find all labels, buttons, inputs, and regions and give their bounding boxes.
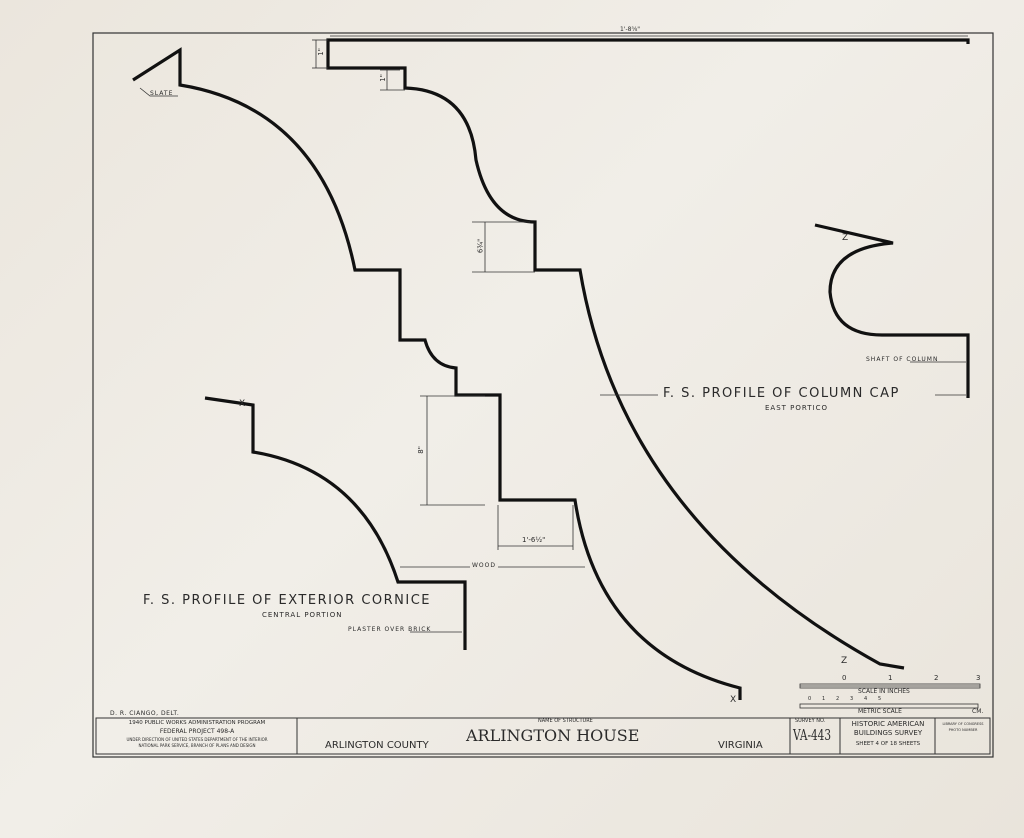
structure-name-label: NAME OF STRUCTURE <box>538 718 593 724</box>
direction-1: UNDER DIRECTION OF UNITED STATES DEPARTM… <box>126 737 268 742</box>
dim-lower-height: 8" <box>417 446 425 454</box>
column-cap-subtitle: EAST PORTICO <box>765 404 828 412</box>
county: ARLINGTON COUNTY <box>325 740 429 751</box>
scale-metric-bar <box>799 703 979 709</box>
shaft-note: SHAFT OF COLUMN <box>866 356 939 363</box>
column-cap-profile-small <box>814 223 970 398</box>
project: FEDERAL PROJECT 498-A <box>159 728 235 735</box>
marker-z-bottom: Z <box>841 656 848 666</box>
program: 1940 PUBLIC WORKS ADMINISTRATION PROGRAM <box>128 720 266 726</box>
cornice-subtitle: CENTRAL PORTION <box>262 611 343 619</box>
title-block-frame <box>95 717 991 755</box>
scale-metric-label: METRIC SCALE <box>858 708 902 715</box>
marker-x-bottom: X <box>730 695 737 705</box>
survey-label: SURVEY NO. <box>795 718 826 724</box>
loc-label-2: PHOTO NUMBER <box>948 728 978 732</box>
column-cap-profile-large <box>326 38 970 670</box>
column-cap-title: F. S. PROFILE OF COLUMN CAP <box>663 386 900 401</box>
dim-second-step: 1" <box>379 74 387 82</box>
delineator: D. R. CIANGO, DELT. <box>110 710 180 717</box>
sheet-border <box>92 32 994 758</box>
scale-inches-label: SCALE IN INCHES <box>858 688 910 695</box>
loc-label-1: LIBRARY OF CONGRESS <box>942 722 984 726</box>
scale-tick: 1 <box>822 696 826 702</box>
dim-top-step: 1" <box>317 48 325 56</box>
survey-org-1: HISTORIC AMERICAN <box>851 720 925 728</box>
state: VIRGINIA <box>718 740 763 751</box>
cornice-profile-outer <box>132 47 742 700</box>
slate-note: SLATE <box>150 90 174 97</box>
scale-tick: 4 <box>864 696 868 702</box>
leader-slate <box>139 87 178 97</box>
scale-tick: 0 <box>842 674 847 682</box>
scale-tick: 2 <box>934 674 939 682</box>
dim-lower-width: 1'-6½" <box>522 536 546 544</box>
marker-z-top: Z <box>842 233 849 243</box>
scale-tick: 5 <box>878 696 882 702</box>
scale-tick: 0 <box>808 696 812 702</box>
cornice-profile-small <box>204 396 467 650</box>
direction-2: NATIONAL PARK SERVICE, BRANCH OF PLANS A… <box>138 743 256 748</box>
plaster-note: PLASTER OVER BRICK <box>348 626 432 633</box>
survey-number: VA-443 <box>793 726 832 744</box>
scale-tick: 3 <box>850 696 854 702</box>
wood-note: WOOD <box>470 562 498 570</box>
scale-metric-unit: CM. <box>972 708 984 715</box>
cornice-title: F. S. PROFILE OF EXTERIOR CORNICE <box>143 593 432 608</box>
scale-tick: 2 <box>836 696 840 702</box>
marker-x-top: X <box>239 399 246 409</box>
scale-tick: 1 <box>888 674 893 682</box>
dim-mid-height: 6¾" <box>476 238 485 254</box>
survey-org-2: BUILDINGS SURVEY <box>853 729 923 737</box>
dim-top-width: 1'-8⅝" <box>620 26 641 33</box>
scale-tick: 3 <box>976 674 981 682</box>
sheet-number: SHEET 4 OF 18 SHEETS <box>855 741 921 747</box>
structure-name: ARLINGTON HOUSE <box>466 726 640 745</box>
